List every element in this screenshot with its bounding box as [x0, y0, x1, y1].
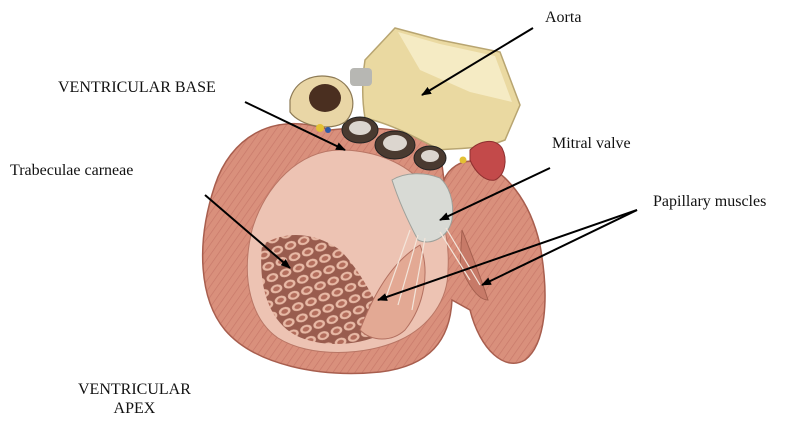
gray-vessel-stub [350, 68, 372, 86]
coronary-vein-left [325, 127, 331, 133]
label-aorta: Aorta [545, 8, 581, 27]
label-papillary-muscles: Papillary muscles [653, 192, 766, 211]
coronary-artery-right [460, 157, 467, 164]
coronary-vessel-opening [309, 84, 341, 112]
coronary-artery-left [316, 124, 324, 132]
label-ventricular-apex: VENTRICULAR APEX [78, 380, 191, 418]
label-ventricular-apex-line2: APEX [78, 399, 191, 418]
label-mitral-valve: Mitral valve [552, 134, 631, 153]
label-ventricular-base: VENTRICULAR BASE [58, 78, 216, 97]
label-ventricular-apex-line1: VENTRICULAR [78, 380, 191, 399]
label-trabeculae-carneae: Trabeculae carneae [10, 161, 133, 180]
